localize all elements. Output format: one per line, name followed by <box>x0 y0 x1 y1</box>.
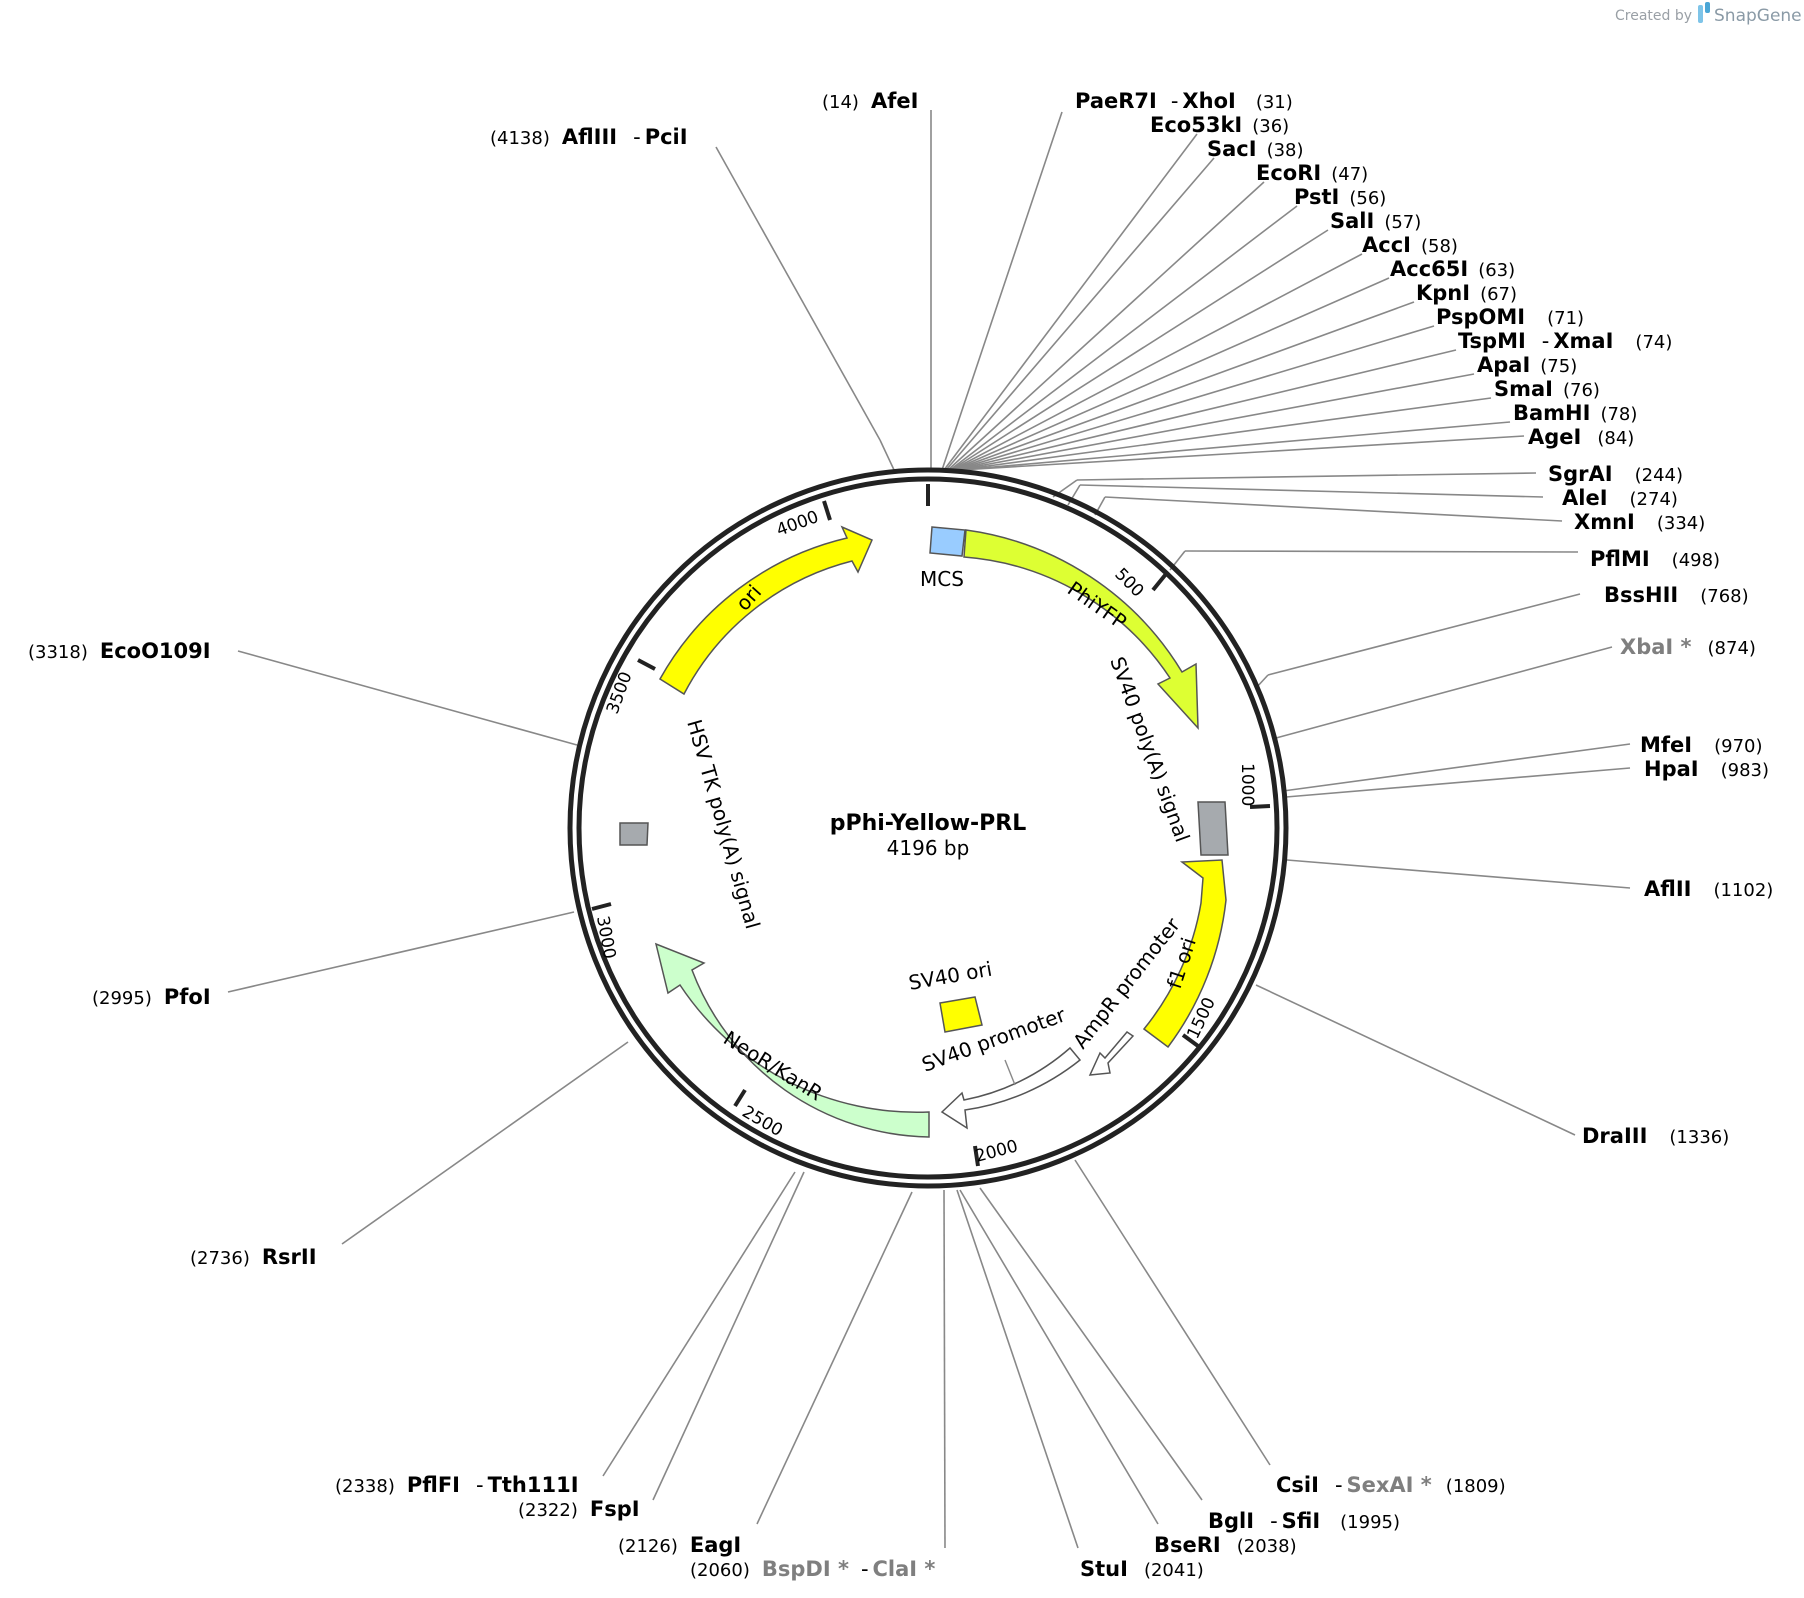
site-mfei: MfeI(970) <box>1640 733 1763 757</box>
site-sgrai: SgrAI(244) <box>1548 462 1683 486</box>
plasmid-length: 4196 bp <box>887 836 970 860</box>
site-bsshii: BssHII(768) <box>1604 583 1749 607</box>
site-acci: AccI(58) <box>1362 233 1458 257</box>
site-paer7i: PaeR7I-XhoI(31) <box>1075 89 1293 113</box>
feature-neor-kanr: NeoR/KanR <box>654 942 930 1138</box>
site-saci: SacI(38) <box>1207 137 1304 161</box>
plasmid-backbone <box>567 467 1289 1189</box>
site-stui: StuI(2041) <box>1080 1557 1204 1581</box>
site-afliii: (4138)AflIII-PciI <box>490 125 688 149</box>
snapgene-logo-icon <box>1698 2 1710 23</box>
snapgene-credit: Created by SnapGene <box>1615 2 1802 26</box>
site-apai: ApaI(75) <box>1477 353 1577 377</box>
tick-1000: 1000 <box>1237 763 1257 806</box>
feature-ori: ori <box>658 525 873 696</box>
site-aflii: AflII(1102) <box>1644 877 1773 901</box>
feature-hsv-tk-polya: HSV TK poly(A) signal <box>619 717 765 932</box>
tick-3000: 3000 <box>592 914 619 960</box>
feature-mcs: MCS <box>920 526 966 591</box>
site-smai: SmaI(76) <box>1494 377 1600 401</box>
site-pspomi: PspOMI(71) <box>1436 305 1584 329</box>
label-mcs: MCS <box>920 567 964 591</box>
site-sali: SalI(57) <box>1330 209 1421 233</box>
leader-lines <box>227 110 1631 1549</box>
site-fspi: (2322)FspI <box>518 1497 640 1521</box>
site-eagi: (2126)EagI <box>618 1533 741 1557</box>
site-alei: AleI(274) <box>1562 486 1678 510</box>
site-rsrii: (2736)RsrII <box>190 1245 317 1269</box>
site-pflmi: PflMI(498) <box>1590 547 1720 571</box>
label-hsv-tk-polya: HSV TK poly(A) signal <box>682 717 765 932</box>
site-draiii: DraIII(1336) <box>1582 1124 1729 1148</box>
tick-marks <box>591 484 1271 1167</box>
site-hpai: HpaI(983) <box>1644 757 1769 781</box>
site-eco0109i: (3318)EcoO109I <box>28 639 211 663</box>
credit-prefix: Created by <box>1615 8 1692 24</box>
site-csii: CsiI-SexAI *(1809) <box>1276 1473 1506 1497</box>
site-bseri: BseRI(2038) <box>1154 1533 1297 1557</box>
site-psti: PstI(56) <box>1294 185 1386 209</box>
site-xmni: XmnI(334) <box>1574 510 1705 534</box>
restriction-sites: (14)AfeI PaeR7I-XhoI(31) Eco53kI(36) Sac… <box>28 89 1773 1581</box>
label-sv40-ori: SV40 ori <box>907 957 994 995</box>
site-eco53ki: Eco53kI(36) <box>1150 113 1289 137</box>
label-neor-kanr: NeoR/KanR <box>719 1026 827 1106</box>
site-pflfi: (2338)PflFI-Tth111I <box>335 1473 579 1497</box>
plasmid-name: pPhi-Yellow-PRL <box>830 811 1027 836</box>
site-bspdi: (2060)BspDI *-ClaI * <box>690 1557 935 1581</box>
site-agei: AgeI(84) <box>1528 425 1634 449</box>
site-acc65i: Acc65I(63) <box>1390 257 1515 281</box>
site-afei: (14)AfeI <box>822 89 918 113</box>
site-xbai: XbaI *(874) <box>1620 635 1756 659</box>
site-pfoi: (2995)PfoI <box>92 985 211 1009</box>
feature-f1-ori: f1 ori <box>1142 859 1227 1049</box>
tick-2000: 2000 <box>973 1136 1020 1167</box>
credit-brand: SnapGene <box>1714 6 1802 26</box>
site-bgli: BglI-SfiI(1995) <box>1208 1509 1400 1533</box>
site-tspmi: TspMI-XmaI(74) <box>1458 329 1672 353</box>
site-bamhi: BamHI(78) <box>1513 401 1637 425</box>
feature-sv40-ori: SV40 ori <box>907 957 994 1033</box>
site-kpni: KpnI(67) <box>1416 281 1517 305</box>
site-ecori: EcoRI(47) <box>1256 161 1368 185</box>
